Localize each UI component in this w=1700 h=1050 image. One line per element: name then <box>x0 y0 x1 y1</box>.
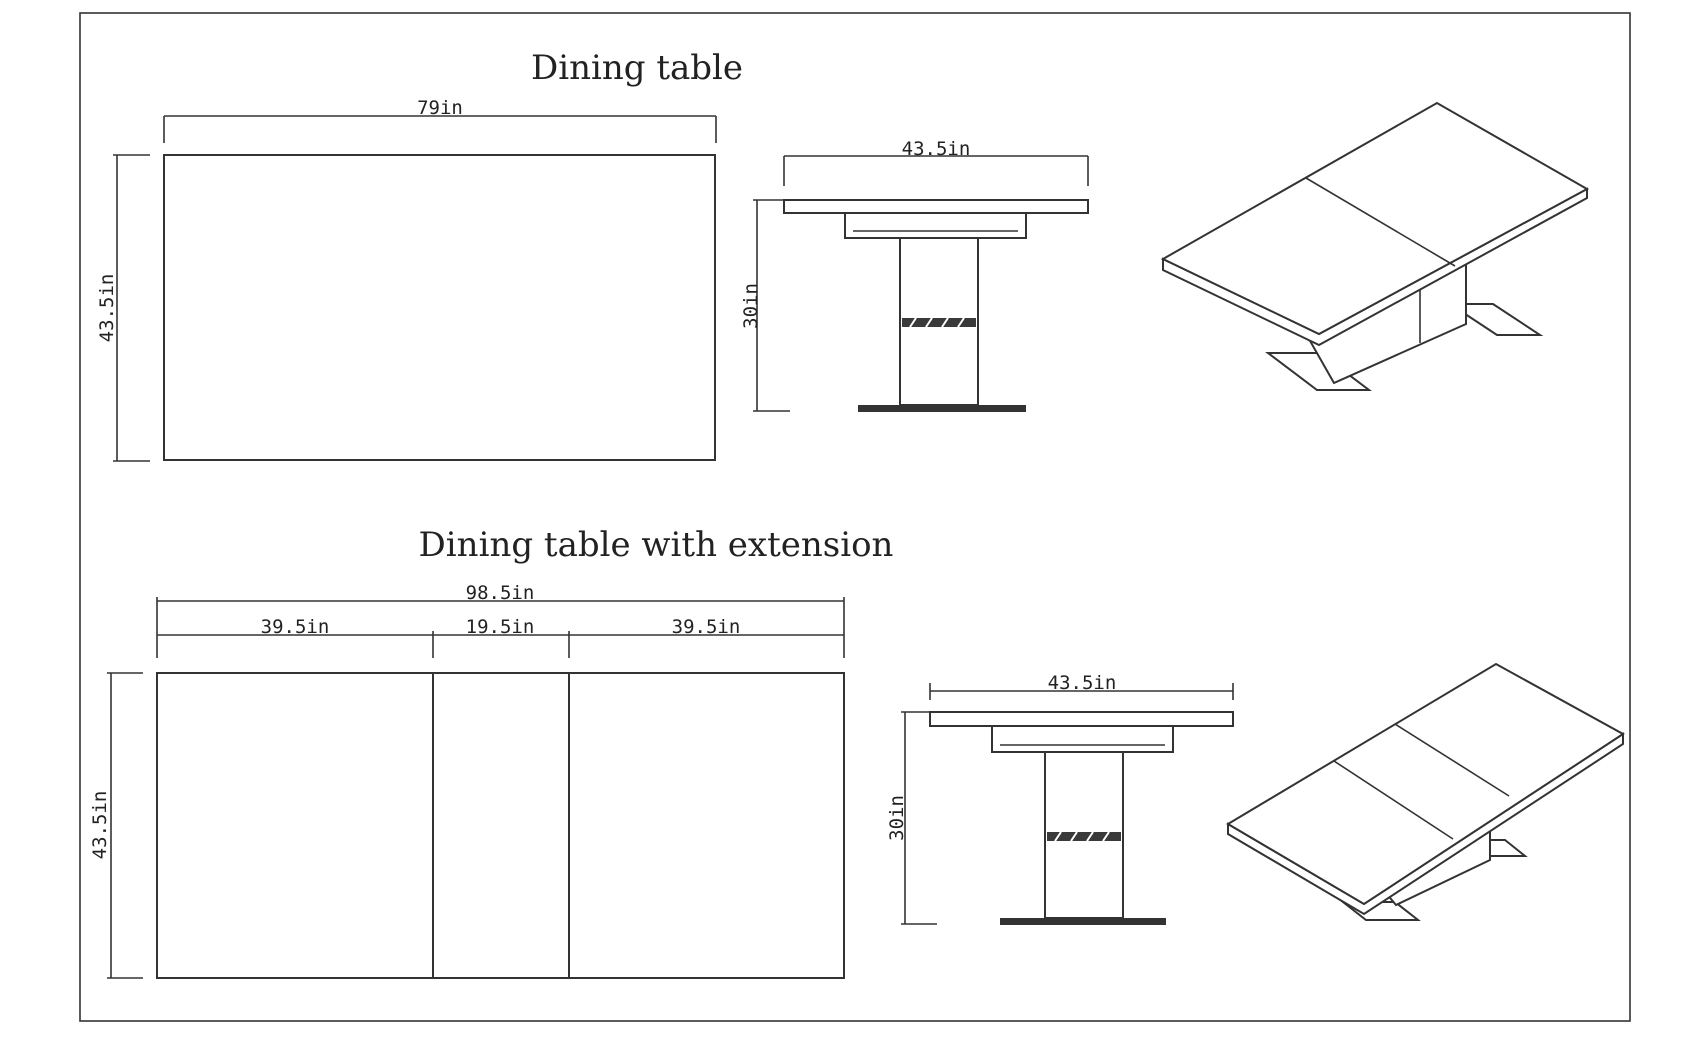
apron <box>991 725 1174 753</box>
pedestal-stripe-hatch <box>941 317 949 328</box>
pedestal-stripe-hatch <box>1070 831 1078 842</box>
section-dining-table: Dining table 79in 43.5in 43.5in 30in <box>96 48 1590 462</box>
side-view: 43.5in 30in <box>886 672 1234 925</box>
pedestal-stripe-hatch <box>1102 831 1110 842</box>
perspective-view <box>1226 662 1625 921</box>
pedestal-stripe-hatch <box>1054 831 1062 842</box>
tabletop-outline <box>156 672 845 979</box>
apron <box>844 212 1027 239</box>
side-view: 43.5in 30in <box>740 138 1089 412</box>
depth-dimension-label: 43.5in <box>96 274 118 343</box>
height-dimension-label: 30in <box>886 795 908 841</box>
pedestal-stripe-hatch <box>957 317 965 328</box>
base-plate-right <box>1446 303 1544 336</box>
base-plate-left <box>1265 352 1372 391</box>
width-dimension-label: 43.5in <box>902 138 971 160</box>
segment-dimension-label: 19.5in <box>466 616 535 638</box>
pedestal-stripe-hatch <box>925 317 933 328</box>
width-dimension-label: 43.5in <box>1048 672 1117 694</box>
height-dimension-label: 30in <box>740 283 762 329</box>
top-view: 98.5in 39.5in 19.5in 39.5in 43.5in <box>89 582 845 979</box>
section-title: Dining table <box>531 48 743 88</box>
depth-dimension-label: 43.5in <box>89 791 111 860</box>
pedestal-stripe <box>902 318 976 327</box>
tabletop-outline <box>163 154 716 461</box>
total-dimension-label: 98.5in <box>466 582 535 604</box>
top-view: 79in 43.5in <box>96 97 717 462</box>
perspective-view <box>1160 101 1590 391</box>
segment-dimension-label: 39.5in <box>672 616 741 638</box>
pedestal-stripe-hatch <box>909 317 917 328</box>
tabletop-leaf-seam <box>1333 760 1454 840</box>
tabletop-leaf-seam <box>1394 723 1510 797</box>
tabletop-center-seam <box>1305 177 1456 267</box>
width-dimension-label: 79in <box>417 97 463 119</box>
pedestal-stripe-hatch <box>1086 831 1094 842</box>
tabletop-edge <box>783 199 1089 214</box>
pedestal-stripe <box>1047 832 1121 841</box>
segment-dimension-label: 39.5in <box>261 616 330 638</box>
section-dining-table-with-extension: Dining table with extension 98.5in 39.5i… <box>89 525 1625 979</box>
tabletop-edge <box>929 711 1234 727</box>
base-plate <box>1000 918 1166 925</box>
sheet-frame <box>79 12 1631 1022</box>
base-plate <box>858 405 1026 412</box>
section-title: Dining table with extension <box>419 525 894 565</box>
tabletop-surface <box>1226 662 1625 906</box>
